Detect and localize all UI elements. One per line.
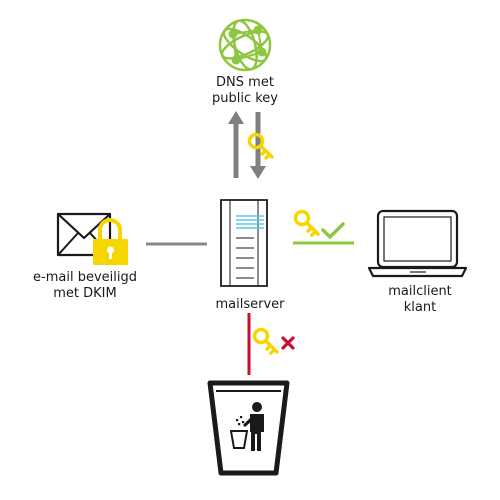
envelope-with-padlock-icon: [56, 212, 128, 265]
dns-up-arrow: [228, 111, 244, 178]
checkmark-icon: [321, 222, 345, 239]
globe-network-icon: [218, 18, 272, 72]
dns-label-line2: public key: [211, 91, 278, 106]
server-label: mailserver: [215, 297, 285, 312]
laptop-icon: [367, 209, 468, 278]
server-tower-icon: [220, 199, 268, 287]
key-icon: [293, 209, 320, 237]
email-label-line2: met DKIM: [53, 286, 117, 301]
cross-icon: [281, 336, 295, 350]
client-label-line2: klant: [403, 300, 437, 315]
trash-bin-icon: [207, 380, 290, 476]
key-icon: [252, 327, 279, 355]
email-label-line1: e-mail beveiligd: [33, 270, 137, 285]
client-label-line1: mailclient: [388, 284, 452, 299]
dns-label-line1: DNS met: [216, 75, 274, 90]
padlock-icon: [93, 218, 128, 265]
key-icon: [247, 132, 274, 160]
dns-down-arrow: [250, 112, 266, 179]
person-disposing-litter-icon: [229, 402, 264, 451]
